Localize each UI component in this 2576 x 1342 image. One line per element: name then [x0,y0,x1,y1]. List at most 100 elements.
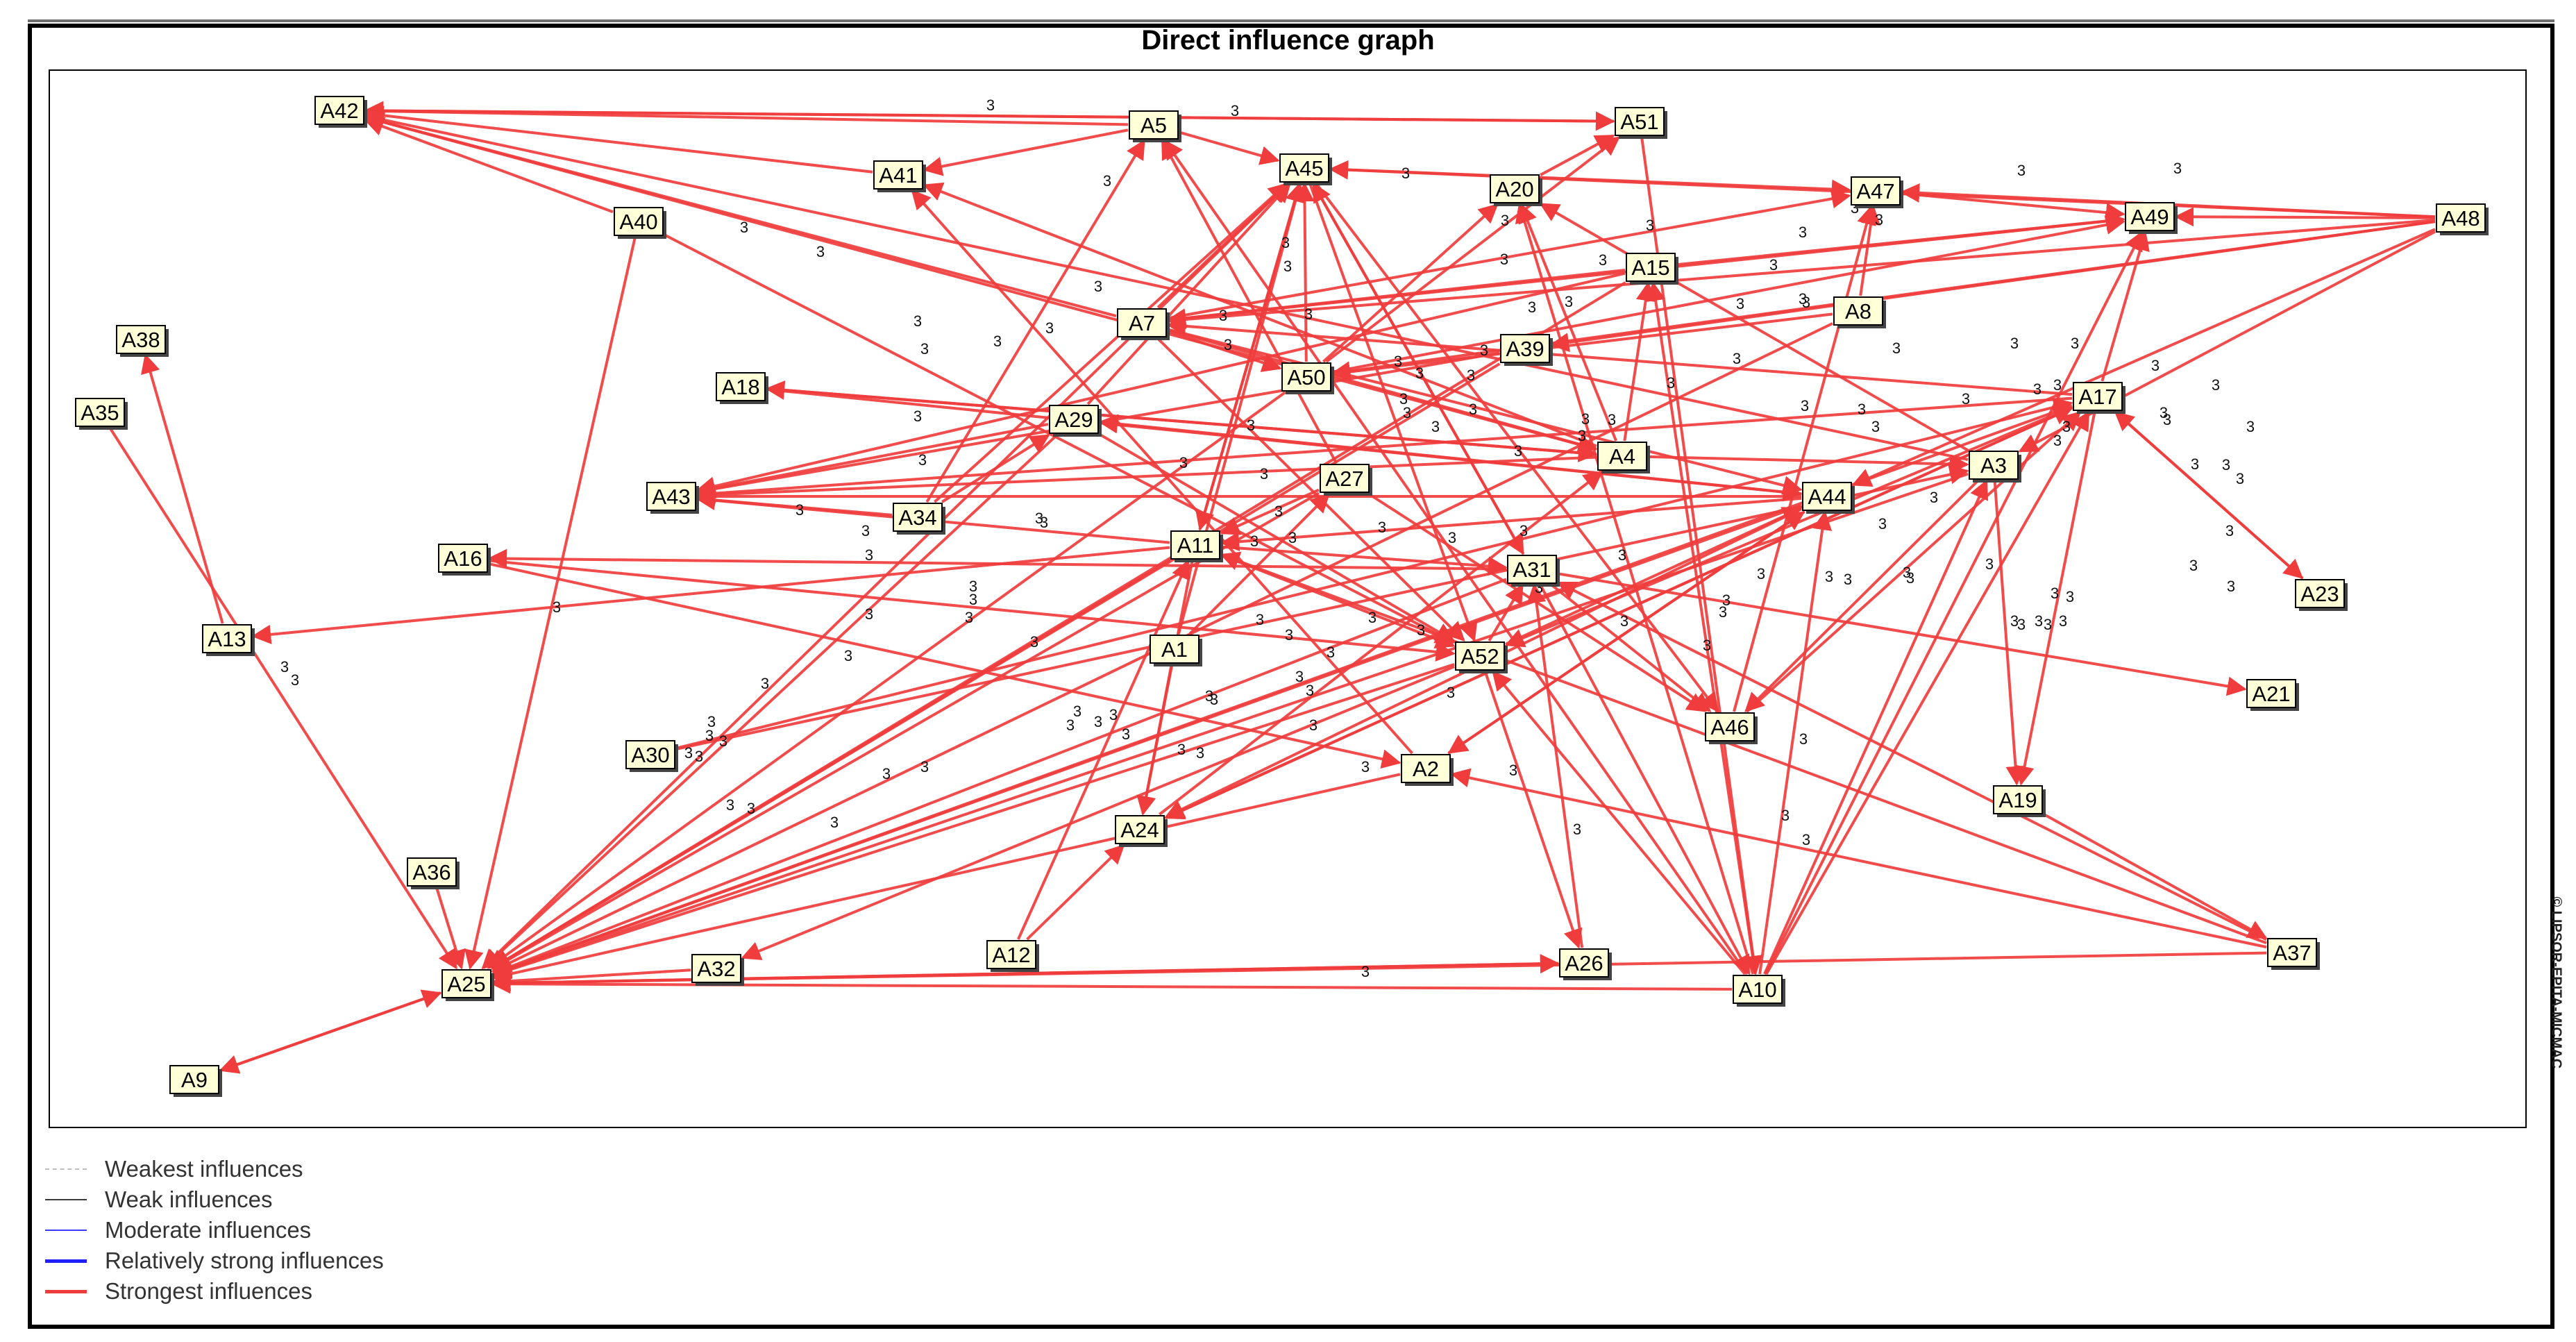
edge-weight-label: 3 [1703,637,1711,654]
node-a13: A13 [202,624,255,656]
edge-weight-label: 3 [2160,404,2168,421]
figure-frame [28,24,2554,1329]
edge-weight-label: 3 [1179,454,1188,471]
influence-edge-a10-to-a15 [1646,281,1757,975]
influence-edge-a30-to-a3 [675,464,1969,750]
edge-weight-label: 3 [1177,741,1186,758]
edge-weight-label: 3 [1578,427,1586,444]
edge-weight-label: 3 [1802,831,1810,848]
node-label: A32 [697,957,735,981]
node-box [2125,202,2175,231]
influence-edge-a18-to-a4 [766,387,1598,462]
edge-weight-label: 3 [1274,503,1283,520]
node-box [986,940,1036,969]
edge-weight-label: 3 [1045,319,1054,337]
node-box [1705,712,1755,741]
edge-weight-label: 3 [816,243,825,260]
node-label: A44 [1808,485,1846,509]
edge-weight-label: 3 [1573,821,1581,838]
node-label: A12 [992,943,1030,967]
edge-weight-label: 3 [1722,592,1731,609]
edge-weight-label: 3 [1196,744,1204,762]
influence-edge-a12-to-a24 [1026,844,1125,941]
influence-edge-a4-to-a20 [1518,203,1617,442]
legend-label-relatively-strong: Relatively strong influences [105,1248,384,1273]
node-a5: A5 [1129,110,1181,142]
node-box [1507,555,1557,584]
influence-edge-a50-to-a25 [487,391,1286,969]
legend-label-weakest: Weakest influences [105,1156,303,1182]
edge-weight-label: 3 [1361,758,1370,775]
edge-weight-label: 3 [719,732,727,750]
edge-weight-label: 3 [1608,411,1616,428]
influence-edge-a11-to-a25 [491,559,1171,969]
node-a11: A11 [1170,530,1223,562]
edge-weight-label: 3 [1906,569,1914,587]
node-label: A13 [208,627,246,651]
edge-weight-label: 3 [695,748,703,765]
edge-weight-label: 3 [2225,522,2234,539]
node-a24: A24 [1115,815,1168,847]
influence-edge-a34-to-a5 [925,139,1145,503]
edge-weight-label: 3 [1304,305,1313,323]
node-box [1115,815,1165,844]
node-a1: A1 [1150,635,1202,666]
influence-edge-a17-to-a19 [2014,411,2096,786]
influence-edge-a31-to-a45 [1312,182,1525,555]
edge-weight-label: 3 [2062,418,2071,435]
node-a21: A21 [2246,679,2299,711]
edge-weight-label: 3 [1231,102,1239,119]
node-box [1279,153,1329,183]
node-box [75,398,125,427]
node-box [441,969,491,998]
node-box [1559,948,1609,978]
top-rule [28,19,2554,22]
graph-title: Direct influence graph [1141,25,1435,56]
copyright-vertical: © LIPSOR-EPITA-MICMAC [2542,897,2564,1139]
node-a3: A3 [1969,451,2021,483]
edge-weight-label: 3 [1288,529,1297,546]
node-a8: A8 [1833,296,1886,328]
influence-edge-a46-to-a17 [1746,411,2082,713]
node-label: A40 [619,210,657,234]
edge-weight-label: 3 [969,591,977,608]
edge-weight-label: 3 [740,219,748,236]
influence-edge-a5-to-a41 [923,128,1129,176]
node-box [2267,938,2317,967]
node-box [1626,253,1676,282]
influence-edge-a48-to-a3 [2018,230,2436,453]
edge-weight-label: 3 [865,605,873,623]
edge-weight-label: 3 [1514,442,1522,460]
node-label: A26 [1565,951,1603,975]
edge-weight-label: 3 [1871,418,1880,435]
node-label: A38 [121,328,160,352]
edge-weight-label: 3 [1210,691,1218,708]
edge-weight-label: 3 [1719,603,1727,621]
edge-weight-label: 3 [1378,519,1386,536]
node-a50: A50 [1281,362,1334,394]
edge-weight-label: 3 [707,713,716,730]
influence-edge-a4-to-a3 [1647,454,1969,474]
node-label: A21 [2252,682,2290,706]
edge-weight-label: 3 [2246,418,2255,435]
legend-swatch-strongest [45,1289,87,1293]
edge-weight-label: 3 [1801,397,1809,414]
edge-weight-label: 3 [2212,376,2220,394]
edge-weight-label: 3 [1295,668,1304,685]
influence-edge-a1-to-a27 [1188,493,1331,635]
influence-edge-a3-to-a46 [1744,479,1980,712]
node-box [1851,176,1901,206]
influence-edge-a29-to-a43 [696,423,1049,498]
node-box [314,96,364,125]
node-box [1969,451,2019,480]
influence-edge-a10-to-a44 [1758,510,1833,975]
edge-weight-label: 3 [1781,807,1790,824]
edge-weight-label: 3 [2017,162,2026,179]
node-a2: A2 [1401,754,1454,786]
influence-edge-a5-to-a45 [1179,131,1280,165]
influence-edge-a27-to-a25 [491,492,1320,970]
node-label: A19 [1998,788,2037,812]
legend-label-strongest: Strongest influences [105,1278,313,1304]
influence-edge-a29-to-a45 [1086,182,1291,405]
